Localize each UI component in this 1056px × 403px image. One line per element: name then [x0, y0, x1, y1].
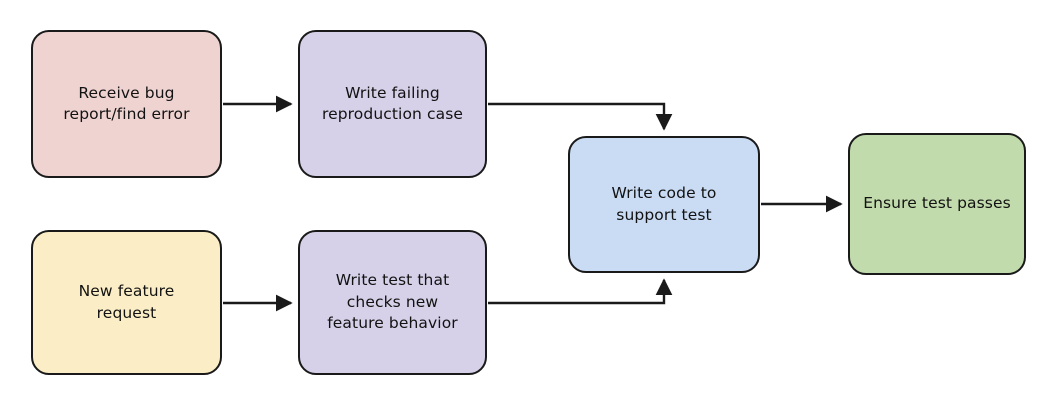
node-receive-bug-report[interactable]: Receive bug report/find error: [31, 30, 222, 178]
node-label: New feature request: [78, 282, 175, 322]
node-label: Write test that checks new feature behav…: [327, 271, 458, 333]
node-write-failing-reproduction-case[interactable]: Write failing reproduction case: [298, 30, 487, 178]
node-label: Write failing reproduction case: [321, 83, 464, 123]
node-label: Receive bug report/find error: [63, 83, 190, 123]
node-write-code-to-support-test[interactable]: Write code to support test: [568, 136, 760, 273]
node-label: Ensure test passes: [863, 194, 1011, 213]
node-label: Write code to support test: [611, 184, 717, 224]
edge-repro-case-to-write-code: [488, 102, 673, 131]
edge-write-test-to-write-code: [488, 278, 673, 305]
node-new-feature-request[interactable]: New feature request: [31, 230, 222, 375]
node-ensure-test-passes[interactable]: Ensure test passes: [848, 133, 1026, 275]
node-write-test-checks-new-feature[interactable]: Write test that checks new feature behav…: [298, 230, 487, 375]
